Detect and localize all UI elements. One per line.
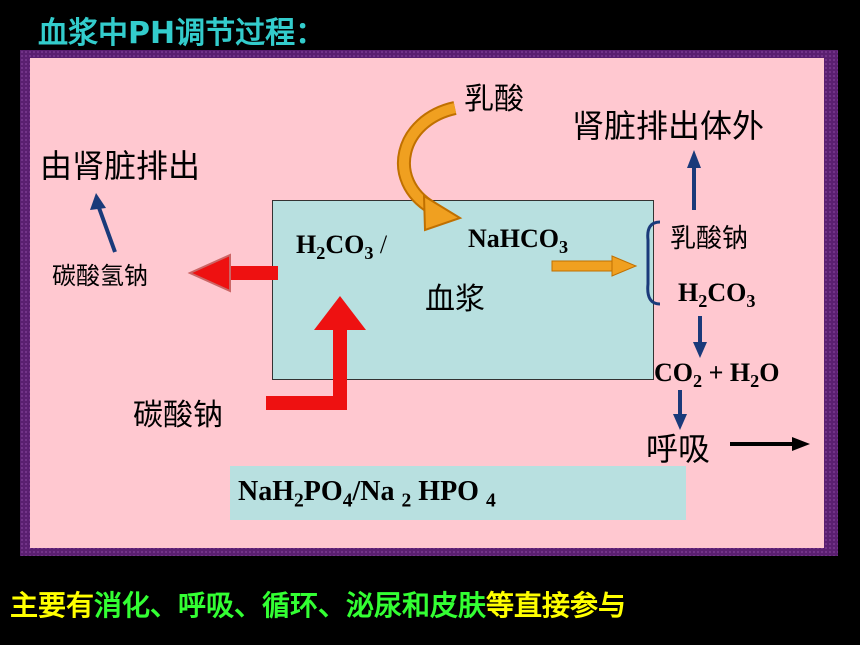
label-plasma: 血浆 [425, 282, 485, 317]
plasma-output-arrowhead [611, 255, 638, 277]
kidney-arrow-left [96, 204, 117, 253]
label-sodium-carbonate: 碳酸钠 [133, 398, 223, 433]
footer-text: 主要有消化、呼吸、循环、泌尿和皮肤等直接参与 [10, 589, 627, 622]
formula-h2co3-plasma: H2CO3 / [296, 230, 388, 264]
formula-h2co3-right: H2CO3 [678, 278, 756, 312]
label-sodium-lactate: 乳酸钠 [670, 224, 749, 254]
formula-phosphate-buffer: NaH2PO4/Na 2 HPO 4 [238, 476, 496, 512]
formula-nahco3: NaHCO3 [468, 224, 569, 258]
label-kidney-excrete-out: 肾脏排出体外 [572, 107, 765, 145]
formula-co2-h2o: CO2 + H2O [654, 358, 780, 392]
label-breathing: 呼吸 [646, 430, 711, 468]
lactic-acid-arrowhead [422, 194, 463, 232]
page-title: 血浆中PH调节过程： [38, 16, 326, 51]
phosphate-buffer-box [230, 466, 686, 520]
bicarbonate-out-arrowhead [187, 253, 231, 293]
carbonate-in-arrow [266, 320, 347, 410]
label-lactic-acid: 乳酸 [464, 82, 524, 117]
label-sodium-bicarbonate: 碳酸氢钠 [52, 262, 148, 290]
label-kidney-excrete: 由肾脏排出 [40, 147, 201, 185]
bracket [646, 220, 661, 306]
